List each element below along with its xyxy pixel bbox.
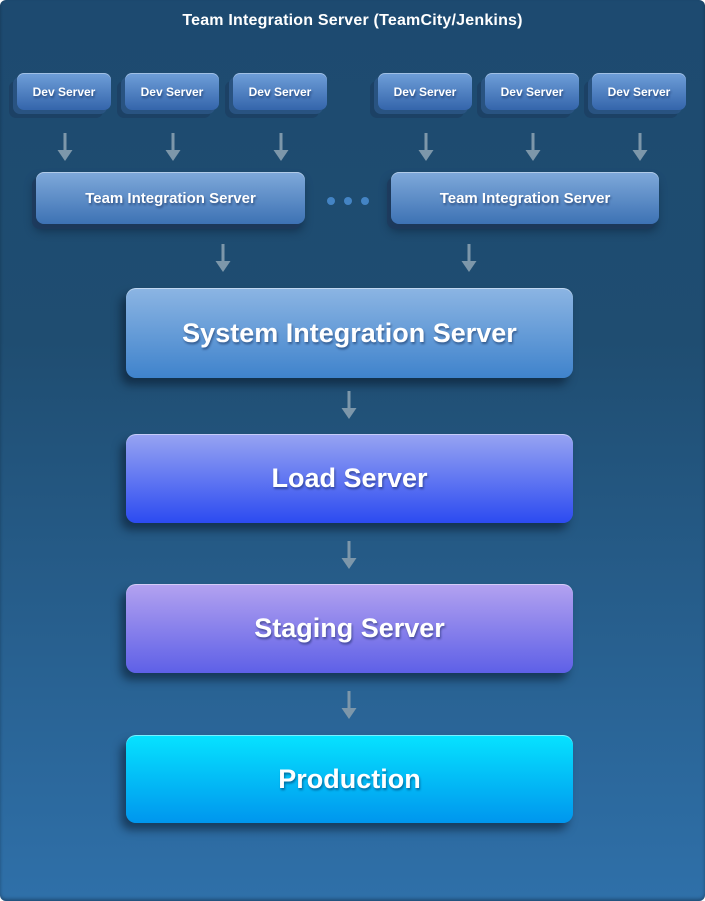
dev-server-box: Dev Server	[592, 73, 686, 110]
arrow-down-icon	[55, 132, 75, 162]
team-integration-server-box-right: Team Integration Server	[391, 172, 659, 224]
arrow-down-icon	[339, 390, 359, 420]
load-server-label: Load Server	[271, 463, 428, 493]
load-server-box: Load Server	[126, 434, 573, 523]
arrow-down-icon	[339, 690, 359, 720]
ellipsis-icon	[327, 197, 369, 205]
dev-server-box: Dev Server	[485, 73, 579, 110]
team-integration-server-box-left: Team Integration Server	[36, 172, 305, 224]
system-integration-server-label: System Integration Server	[182, 317, 517, 348]
arrow-down-icon	[163, 132, 183, 162]
dev-server-box: Dev Server	[17, 73, 111, 110]
production-label: Production	[278, 763, 421, 794]
diagram-title: Team Integration Server (TeamCity/Jenkin…	[182, 12, 523, 29]
arrow-down-icon	[213, 243, 233, 273]
arrow-down-icon	[459, 243, 479, 273]
system-integration-server-box: System Integration Server	[126, 288, 573, 378]
dev-server-box: Dev Server	[125, 73, 219, 110]
dev-server-label: Dev Server	[140, 84, 204, 99]
team-integration-server-label: Team Integration Server	[85, 189, 256, 207]
team-integration-server-label: Team Integration Server	[439, 189, 611, 207]
arrow-down-icon	[523, 132, 543, 162]
dev-server-box: Dev Server	[378, 73, 472, 110]
arrow-down-icon	[339, 540, 359, 570]
arrow-down-icon	[271, 132, 291, 162]
staging-server-label: Staging Server	[254, 613, 445, 643]
dev-server-label: Dev Server	[32, 84, 96, 99]
dev-server-label: Dev Server	[248, 84, 312, 99]
production-box: Production	[126, 735, 573, 823]
dev-server-box: Dev Server	[233, 73, 327, 110]
dev-server-label: Dev Server	[500, 84, 564, 99]
staging-server-box: Staging Server	[126, 584, 573, 673]
dev-server-label: Dev Server	[607, 84, 671, 99]
dev-server-label: Dev Server	[393, 84, 457, 99]
arrow-down-icon	[630, 132, 650, 162]
arrow-down-icon	[416, 132, 436, 162]
